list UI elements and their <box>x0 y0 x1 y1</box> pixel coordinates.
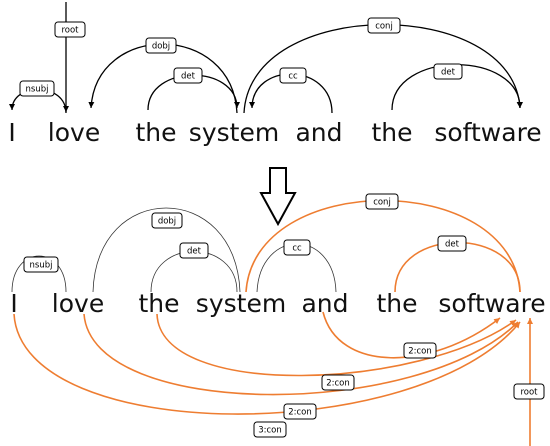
bottom-con-love-arc <box>156 313 517 377</box>
down-arrow-icon <box>259 167 297 227</box>
bottom-word-love: love <box>52 289 104 318</box>
bottom-con-the-arc <box>322 311 501 359</box>
top-label-det2: det <box>433 63 463 80</box>
svg-text:det: det <box>441 68 456 78</box>
top-label-dobj: dobj <box>145 37 177 54</box>
svg-text:dobj: dobj <box>152 42 170 52</box>
bottom-label-con-i1: 2:con <box>283 403 317 420</box>
bottom-word-system: system <box>196 289 286 318</box>
top-word-system: system <box>189 118 279 147</box>
bottom-graph: nsubj dobj det cc conj det 2:con 2:con <box>10 193 546 446</box>
svg-text:3:con: 3:con <box>258 426 282 436</box>
svg-text:det: det <box>181 72 196 82</box>
bottom-con-i2-arc <box>13 313 521 415</box>
bottom-word-the: the <box>138 289 179 318</box>
bottom-label-dobj: dobj <box>151 212 183 229</box>
bottom-dobj-arc <box>92 207 241 293</box>
bottom-word-and: and <box>301 289 348 318</box>
top-word-the-2: the <box>371 118 412 147</box>
svg-text:conj: conj <box>375 22 393 32</box>
bottom-label-det2: det <box>437 235 467 252</box>
top-label-root: root <box>54 21 86 38</box>
bottom-label-con-love: 2:con <box>321 374 355 391</box>
top-word-and: and <box>295 118 342 147</box>
svg-text:conj: conj <box>373 198 391 208</box>
svg-text:nsubj: nsubj <box>30 261 53 271</box>
svg-text:dobj: dobj <box>158 217 176 227</box>
bottom-label-cc: cc <box>283 239 311 256</box>
bottom-word-software: software <box>438 289 545 318</box>
bottom-label-conj: conj <box>365 193 399 210</box>
svg-text:2:con: 2:con <box>326 379 350 389</box>
top-label-det1: det <box>173 67 203 84</box>
bottom-label-con-i2: 3:con <box>253 421 287 438</box>
svg-text:2:con: 2:con <box>408 347 432 357</box>
top-word-software: software <box>434 118 541 147</box>
svg-text:2:con: 2:con <box>288 408 312 418</box>
svg-text:cc: cc <box>288 72 298 82</box>
top-word-love: love <box>48 118 100 147</box>
top-label-cc: cc <box>279 67 307 84</box>
top-label-conj: conj <box>367 17 401 34</box>
svg-text:root: root <box>61 26 79 36</box>
bottom-word-i: I <box>10 289 17 318</box>
bottom-label-con-the: 2:con <box>403 342 437 359</box>
svg-text:root: root <box>520 388 538 398</box>
svg-text:cc: cc <box>292 244 302 254</box>
bottom-word-the-2: the <box>376 289 417 318</box>
bottom-con-i1-arc <box>83 313 519 396</box>
bottom-label-root: root <box>513 383 545 400</box>
bottom-label-nsubj: nsubj <box>23 256 59 273</box>
svg-text:nsubj: nsubj <box>26 85 49 95</box>
top-tree: root nsubj dobj det cc conj det I love t… <box>8 2 542 147</box>
svg-text:det: det <box>445 240 460 250</box>
bottom-label-det1: det <box>179 242 209 259</box>
top-word-the: the <box>135 118 176 147</box>
svg-text:det: det <box>187 247 202 257</box>
top-label-nsubj: nsubj <box>19 80 55 97</box>
bottom-nsubj-arc <box>11 255 67 293</box>
top-word-i: I <box>8 118 15 147</box>
